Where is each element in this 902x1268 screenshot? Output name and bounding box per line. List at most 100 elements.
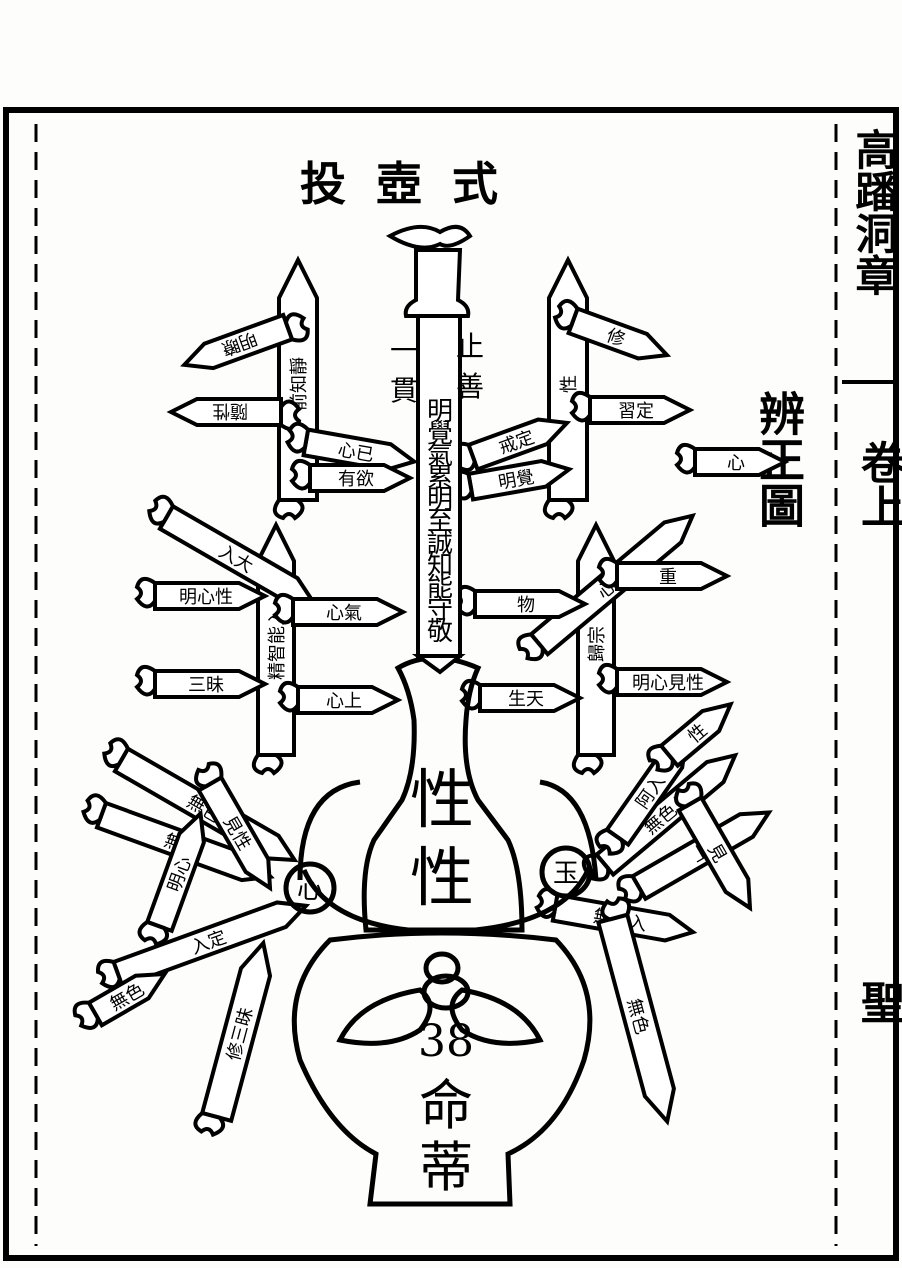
arrow-fletching — [251, 753, 284, 776]
vase-base-number: 38 — [418, 1016, 474, 1067]
arrow-a16: 心上 — [277, 680, 403, 715]
vase-base-label-1: 命 — [419, 1074, 473, 1137]
arrow-shaft — [466, 417, 572, 472]
arrow-label: 心 — [727, 453, 745, 474]
arrow-a36: 性 — [646, 701, 735, 773]
arrow-shaft — [595, 912, 676, 1126]
arrow-a14: 心氣 — [272, 592, 408, 627]
center-arrow-shaft — [416, 314, 462, 658]
arrow-a5: 有欲 — [289, 458, 415, 493]
arrow-shaft — [615, 667, 732, 697]
arrow-fletching — [283, 312, 310, 343]
arrow-label: 心氣 — [326, 603, 362, 624]
arrow-a19: 重 — [596, 556, 732, 591]
arrow-fletching — [72, 1000, 100, 1030]
vase — [283, 655, 599, 1207]
arrow-shaft — [301, 427, 419, 472]
arrow-fletching — [284, 421, 311, 454]
arrow-label: 歸宗 — [587, 626, 608, 662]
arrow-fletching — [277, 680, 300, 713]
vase-inner-wave-left — [336, 987, 433, 1046]
handle-right-label: 玉 — [553, 859, 579, 889]
arrow-label: 有欲 — [338, 469, 374, 490]
diagram-title: 投壺式 — [300, 157, 528, 211]
arrow-shaft — [296, 685, 403, 715]
arrow-fletching — [552, 298, 580, 331]
arrow-a28: 修三昧 — [193, 938, 273, 1138]
center-arrow-top-label: 止善 — [456, 330, 484, 403]
arrow-label: 三昧 — [188, 675, 224, 696]
arrow-fletching — [600, 896, 632, 922]
arrow-shaft — [153, 581, 270, 611]
arrow-fletching — [674, 781, 704, 809]
arrow-fletching — [102, 737, 131, 769]
arrow-fletching — [137, 919, 170, 947]
arrow-a21: 明心見性 — [596, 662, 732, 697]
arrow-shaft — [180, 312, 295, 371]
vase-knob-top — [423, 951, 461, 985]
arrow-a32: 見 — [674, 781, 753, 912]
center-arrow-side-label: 一貫 — [390, 334, 418, 407]
arrow-label: 習定 — [618, 401, 654, 422]
arrow-label: 精智能入 — [267, 608, 288, 680]
arrow-shaft — [166, 397, 283, 427]
arrow-label: 生天 — [508, 689, 544, 710]
arrow-a7: 修 — [552, 298, 672, 361]
arrow-fletching — [596, 662, 619, 695]
arrow-fletching — [272, 592, 295, 625]
arrow-a22: 生天 — [459, 678, 585, 713]
arrow-fletching — [594, 827, 625, 856]
arrow-a34: 無色 — [595, 896, 676, 1126]
arrow-a27: 入定 — [96, 900, 311, 990]
center-arrow-fletching — [385, 224, 473, 250]
arrow-label: 前知靜 — [289, 357, 310, 411]
vase-neck — [361, 655, 525, 933]
center-arrow-tip — [411, 654, 466, 675]
arrow-shaft — [629, 810, 773, 902]
arrow-label: 物 — [517, 595, 535, 616]
arrow-a15: 三昧 — [134, 664, 270, 699]
margin-text-top: 高蹯洞章 — [849, 128, 898, 296]
vase-handle-left — [283, 861, 337, 915]
arrow-fletching — [516, 632, 545, 662]
arrow-fletching — [674, 442, 697, 475]
arrow-label: 明心見性 — [632, 673, 704, 694]
arrow-label: 心上 — [326, 691, 362, 712]
vase-handle-right — [539, 845, 593, 899]
arrow-fletching — [193, 1110, 226, 1138]
arrow-label: 性 — [559, 375, 580, 393]
vase-shoulder — [297, 779, 599, 881]
arrow-a13: 明心性 — [134, 576, 270, 611]
arrow-shaft — [588, 395, 695, 425]
vase-knob-mid — [421, 973, 471, 1011]
arrow-shaft — [615, 561, 732, 591]
center-arrow-head — [403, 248, 471, 318]
arrow-a4: 心已 — [284, 421, 419, 472]
arrow-shaft — [196, 774, 273, 892]
arrow-label: 隨性 — [212, 400, 248, 421]
arrow-fletching — [289, 458, 312, 491]
arrow-shaft — [566, 306, 672, 361]
center-arrow — [385, 224, 473, 675]
arrow-label: 明心性 — [179, 587, 233, 608]
arrow-shaft — [86, 971, 169, 1028]
arrow-shaft — [478, 683, 585, 713]
vase-base-label-2: 蒂 — [419, 1136, 473, 1199]
arrow-fletching — [571, 753, 604, 776]
arrow-shaft — [658, 701, 735, 769]
center-arrow-body-label: 明覺氣累明至誠知能守敬 — [427, 397, 453, 647]
arrow-fletching — [194, 761, 224, 789]
arrow-fletching — [616, 874, 644, 904]
arrow-a37: 無色 — [72, 971, 169, 1030]
arrow-a3: 隨性 — [166, 397, 302, 432]
arrow-a35: 心 — [674, 442, 790, 477]
arrow-shaft — [308, 463, 415, 493]
arrow-shaft — [144, 809, 206, 934]
vase-neck-label: 性 — [410, 764, 474, 838]
arrow-fletching — [147, 494, 176, 526]
arrow-a8: 習定 — [569, 390, 695, 425]
arrow-shaft — [676, 794, 753, 912]
handle-left-label: 心 — [297, 875, 323, 905]
